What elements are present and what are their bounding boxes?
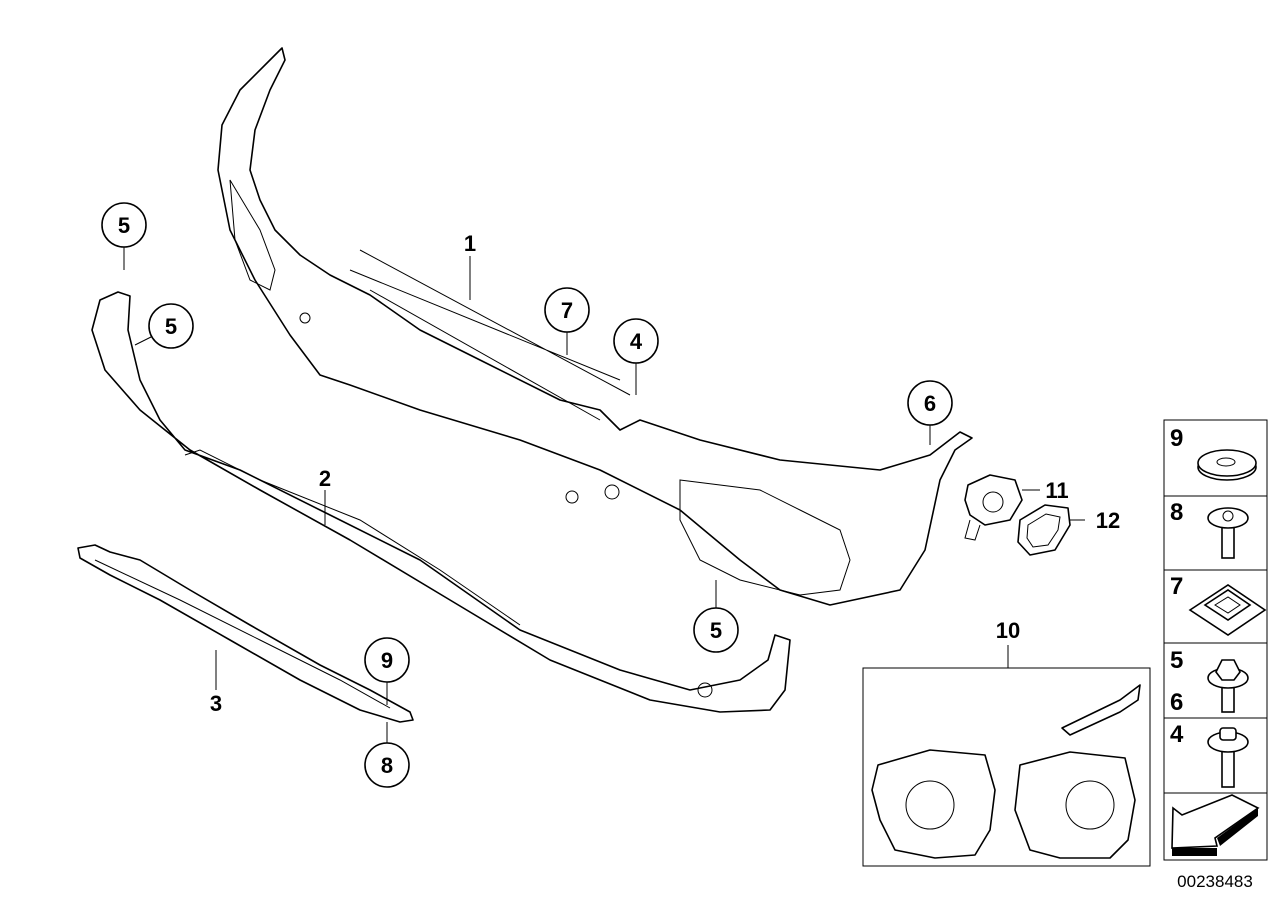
square-nut-clip-icon [1188,584,1267,636]
washer-icon [1197,449,1257,481]
torx-screw-icon [1207,507,1249,559]
callout-9[interactable]: 9 [364,637,410,683]
lower-spoiler[interactable] [91,291,791,713]
leader-lines [123,247,1085,743]
callout-4[interactable]: 4 [613,318,659,364]
svg-text:5: 5 [710,618,722,643]
fog-light-grille-set[interactable] [862,667,1151,867]
diagram-id: 00238483 [1177,872,1253,891]
callout-5c[interactable]: 5 [693,607,739,653]
svg-text:6: 6 [924,391,936,416]
callout-7[interactable]: 7 [544,287,590,333]
fastener-legend: 9 8 7 5 6 4 [1163,419,1268,861]
svg-text:5: 5 [118,213,130,238]
svg-text:7: 7 [1170,573,1183,600]
svg-text:9: 9 [381,648,393,673]
svg-text:4: 4 [1170,721,1184,748]
callout-12[interactable]: 12 [1096,508,1120,533]
tow-hook-cover[interactable] [964,474,1023,541]
callout-5b[interactable]: 5 [148,303,194,349]
svg-text:4: 4 [630,329,643,354]
svg-text:5: 5 [165,314,177,339]
callout-1[interactable]: 1 [464,231,476,256]
direction-arrow-icon [1171,794,1260,856]
svg-text:8: 8 [1170,499,1183,526]
callout-11[interactable]: 11 [1045,478,1068,503]
svg-text:5: 5 [1170,647,1183,674]
front-bumper-cover[interactable] [217,47,973,606]
callout-3[interactable]: 3 [210,691,222,716]
svg-text:9: 9 [1170,425,1183,452]
tow-hook-seal[interactable] [1017,504,1071,556]
svg-text:6: 6 [1170,689,1183,716]
callout-5a[interactable]: 5 [101,202,147,248]
callout-8[interactable]: 8 [364,742,410,788]
svg-text:8: 8 [381,753,393,778]
underbody-panel[interactable] [77,544,414,723]
callout-10[interactable]: 10 [996,618,1020,643]
callout-6[interactable]: 6 [907,380,953,426]
callout-2[interactable]: 2 [319,466,331,491]
hex-screw-long-icon [1207,727,1249,788]
hex-collar-screw-icon [1207,659,1249,713]
svg-text:7: 7 [561,298,573,323]
